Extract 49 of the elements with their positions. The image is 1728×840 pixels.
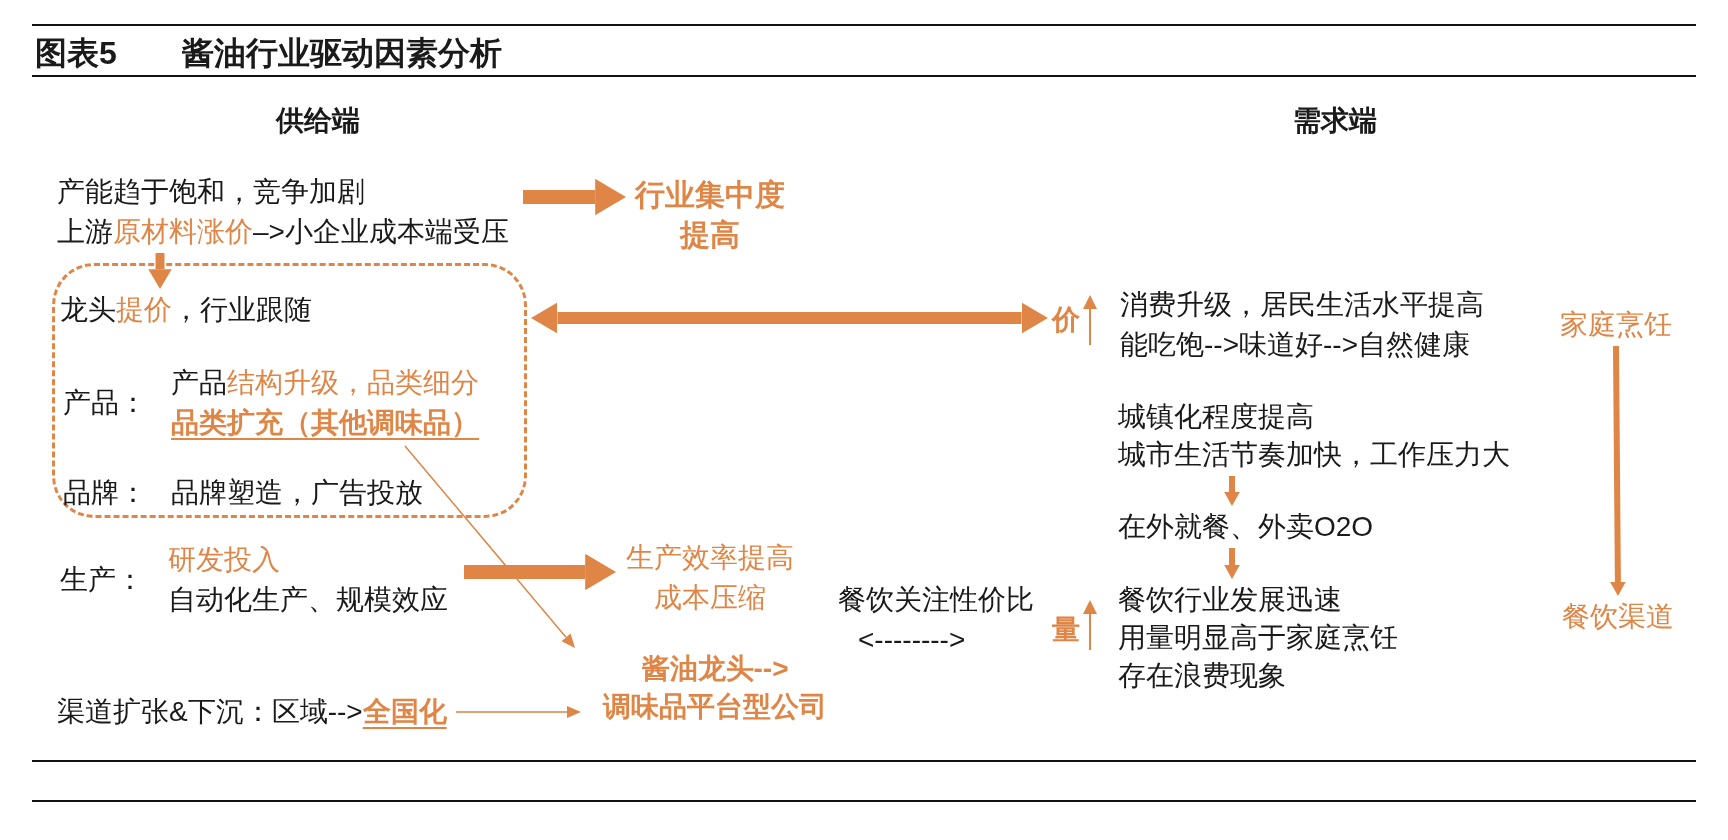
figure-title: 图表5 酱油行业驱动因素分析 [35, 34, 502, 73]
text: <--------> [858, 624, 966, 655]
text: 存在浪费现象 [1118, 660, 1286, 691]
arrow [404, 445, 575, 648]
highlight-text: 结构升级，品类细分 [227, 367, 479, 398]
text: 能吃饱-->味道好-->自然健康 [1120, 329, 1470, 360]
highlight-text: 行业集中度提高 [630, 175, 790, 255]
highlight-text: 餐饮渠道 [1562, 600, 1674, 634]
section-heading: 需求端 [1292, 104, 1378, 138]
highlight-text: 生产效率提高成本压缩 [620, 538, 800, 618]
highlight-text: 研发投入 [168, 544, 280, 575]
text: 龙头 [60, 294, 116, 325]
highlight-text: 提价 [116, 294, 172, 325]
text: 品牌塑造，广告投放 [171, 477, 423, 508]
arrow [531, 302, 1048, 334]
arrow [464, 553, 616, 591]
dashed-rounded-box [52, 263, 527, 518]
text: 消费升级，居民生活水平提高 [1120, 289, 1484, 320]
text: 自动化生产、规模效应 [168, 584, 448, 615]
highlight-text: 原材料涨价 [113, 216, 253, 247]
highlight-text: 量 [1052, 613, 1080, 647]
text: ，行业跟随 [172, 294, 312, 325]
highlight-text: 价 [1052, 303, 1080, 337]
text: 城市生活节奏加快，工作压力大 [1118, 439, 1510, 470]
arrow [1610, 345, 1626, 596]
arrow [455, 706, 581, 718]
text: 用量明显高于家庭烹饪 [1118, 622, 1398, 653]
text: 餐饮关注性价比 [838, 584, 1034, 615]
arrow [148, 253, 172, 289]
text: 城镇化程度提高 [1118, 401, 1314, 432]
text: 上游 [57, 216, 113, 247]
text: 生产： [60, 564, 144, 595]
text: –>小企业成本端受压 [253, 216, 509, 247]
highlight-text: 品类扩充（其他调味品） [171, 407, 479, 438]
text: 产能趋于饱和，竞争加剧 [57, 176, 365, 207]
highlight-text: 酱油龙头--> [641, 653, 789, 684]
text: 产品 [171, 367, 227, 398]
section-heading: 供给端 [274, 104, 361, 138]
arrow [1224, 476, 1240, 506]
text: 在外就餐、外卖O2O [1118, 510, 1374, 544]
text: 餐饮行业发展迅速 [1118, 584, 1342, 615]
arrow [523, 178, 626, 216]
text: 品牌： [63, 477, 147, 508]
highlight-text: 家庭烹饪 [1560, 308, 1672, 342]
highlight-text: 全国化 [362, 696, 447, 727]
text: 产品： [63, 387, 147, 418]
text: 渠道扩张&下沉：区域--> [57, 696, 363, 727]
highlight-text: 调味品平台型公司 [603, 691, 827, 722]
arrow [1224, 548, 1240, 579]
